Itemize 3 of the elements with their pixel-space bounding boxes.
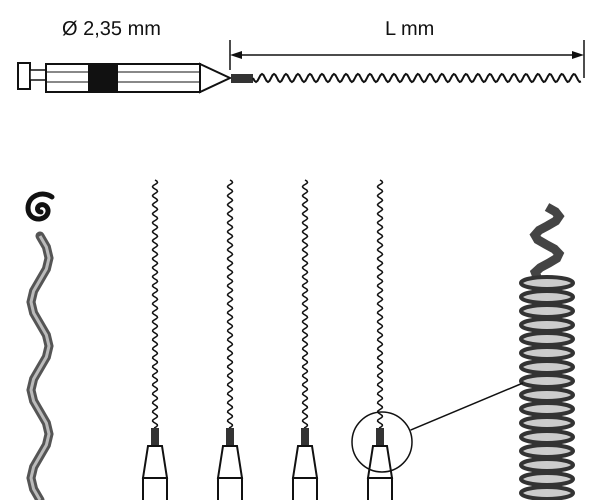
leader-line: [410, 382, 524, 431]
length-label: L mm: [385, 18, 434, 41]
diameter-label: Ø 2,35 mm: [62, 18, 161, 41]
